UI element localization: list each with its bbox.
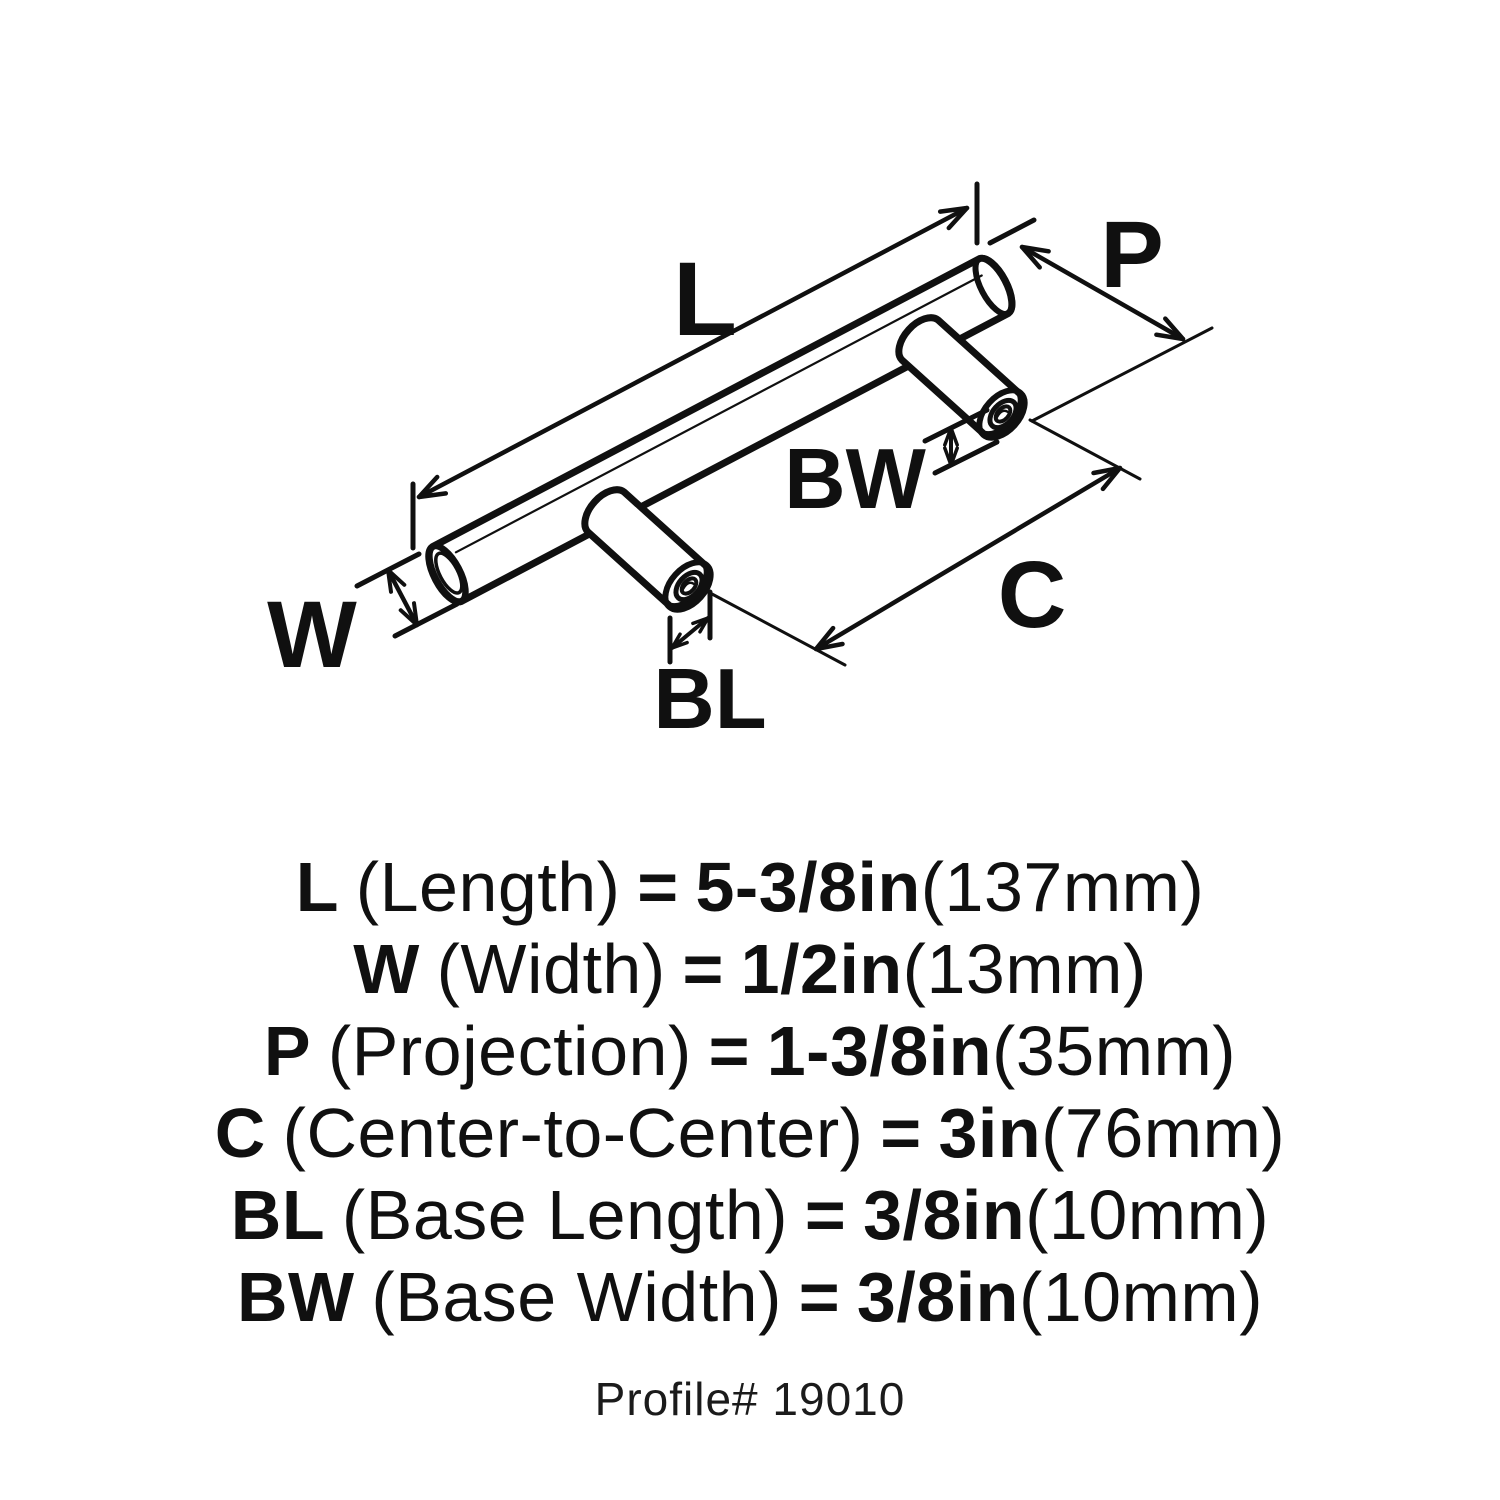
label-length: L [673,241,737,358]
dimension-BL [667,589,713,665]
dimension-L [410,181,980,551]
tick [987,217,1037,246]
spec-value-in: 5-3/8in [695,848,921,926]
label-width: W [267,582,357,688]
post-lower-face [662,559,714,613]
dimension-C [710,418,1142,667]
spec-value-in: 1/2in [740,930,903,1008]
arrowhead [386,568,407,594]
post-lower-screw-ring [673,569,705,603]
bar-tube-opening-inner [434,551,464,595]
arrowhead [670,632,689,650]
equals-sign: = [708,1012,750,1090]
spec-row-length: L(Length)=5-3/8in(137mm) [0,846,1500,928]
spec-value-mm: (76mm) [1041,1094,1286,1172]
arrowhead [691,616,710,634]
spec-symbol: C [214,1094,266,1172]
arrowhead [813,625,845,652]
spec-row-base-width: BW(Base Width)=3/8in(10mm) [0,1256,1500,1338]
arrowhead [1019,244,1051,270]
bar-tube-opening-outer [425,542,469,606]
post-lower-screw-slot [681,581,696,591]
label-base-width: BW [784,432,926,527]
spec-symbol: L [295,848,339,926]
dimension-line [813,465,1123,652]
post-upper-body [895,314,1025,439]
dimension-line [416,205,970,500]
profile-number: Profile# 19010 [594,1373,906,1425]
spec-name: (Base Width) [371,1258,782,1336]
bar-highlight-line [454,274,983,554]
spec-row-projection: P(Projection)=1-3/8in(35mm) [0,1010,1500,1092]
label-center-to-center: C [998,542,1067,648]
equals-sign: = [880,1094,922,1172]
equals-sign: = [682,930,724,1008]
post-lower-screw-socket [679,576,699,596]
dimension-line [1019,244,1186,342]
post-upper-screw-slot [995,409,1010,419]
spec-name: (Width) [436,930,666,1008]
spec-symbol: P [263,1012,312,1090]
tick [392,601,460,639]
spec-symbol: BW [236,1258,355,1336]
arrowhead [416,474,449,500]
spec-symbol: BL [230,1176,326,1254]
post-upper-face [976,387,1028,441]
spec-name: (Length) [355,848,621,926]
bar-pull-dimension-illustration: L P BW C W BL [267,181,1214,747]
spec-value-mm: (35mm) [992,1012,1237,1090]
spec-symbol: W [353,930,420,1008]
tick [922,407,990,444]
spec-value-mm: (10mm) [1025,1176,1270,1254]
arrowhead [943,446,959,467]
equals-sign: = [804,1176,847,1254]
label-projection: P [1100,202,1163,308]
spec-row-width: W(Width)=1/2in(13mm) [0,928,1500,1010]
equals-sign: = [637,848,679,926]
extension-line [710,592,847,667]
arrowhead [937,205,970,231]
handle-artwork [425,254,1028,613]
dimension-P [987,217,1214,423]
tick [932,439,1000,476]
spec-value-mm: (13mm) [902,930,1147,1008]
spec-value-in: 1-3/8in [766,1012,993,1090]
arrowhead [943,426,959,447]
bar-end-cap [972,254,1016,318]
spec-value-in: 3/8in [863,1176,1026,1254]
spec-value-in: 3in [938,1094,1042,1172]
dimension-line [385,567,420,628]
spec-row-center-to-center: C(Center-to-Center)=3in(76mm) [0,1092,1500,1174]
arrowhead [398,601,419,627]
spec-value-in: 3/8in [856,1258,1019,1336]
dimension-W [354,551,460,639]
spec-row-base-length: BL(Base Length)=3/8in(10mm) [0,1174,1500,1256]
extension-line [1030,326,1214,423]
post-upper-screw-socket [993,404,1013,424]
spec-list: L(Length)=5-3/8in(137mm) W(Width)=1/2in(… [0,846,1500,1338]
arrowhead [1154,316,1186,342]
spec-name: (Center-to-Center) [282,1094,864,1172]
post-lower-body [581,486,711,611]
equals-sign: = [798,1258,841,1336]
spec-value-mm: (10mm) [1018,1258,1264,1336]
dimension-callouts [354,181,1214,667]
post-upper-screw-ring [987,397,1019,431]
dimension-BW [922,407,1000,476]
spec-value-mm: (137mm) [920,848,1205,926]
arrowhead [1091,465,1123,492]
spec-name: (Projection) [327,1012,692,1090]
label-base-length: BL [653,652,766,747]
spec-name: (Base Length) [341,1176,789,1254]
dimension-line [670,616,710,650]
extension-line [1028,418,1142,481]
